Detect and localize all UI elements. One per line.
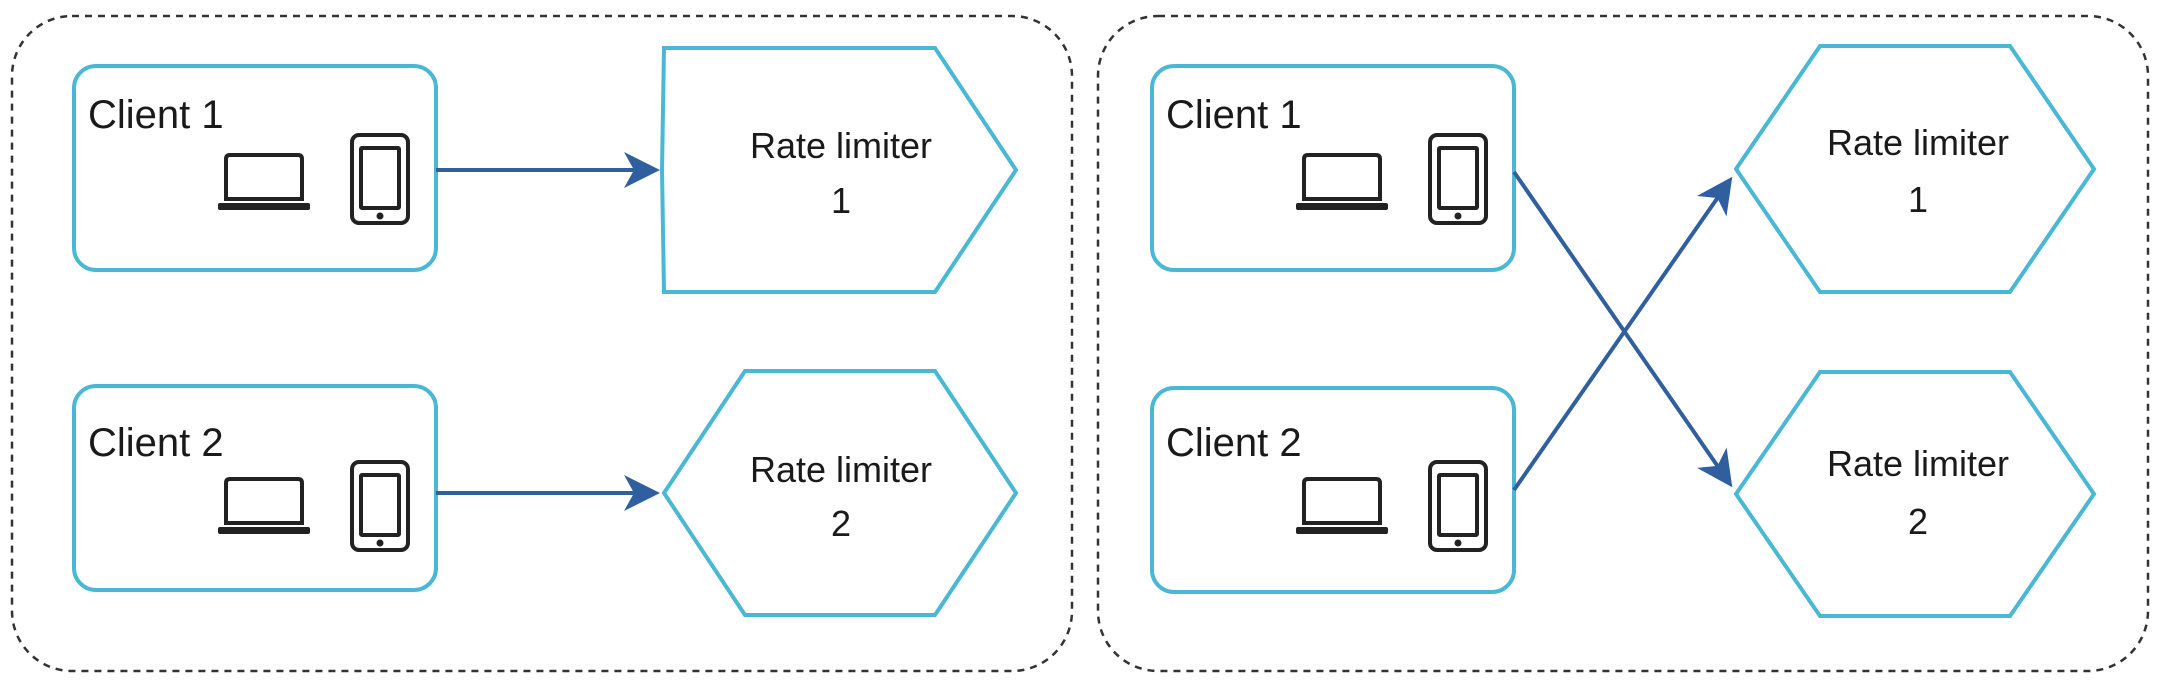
client-box xyxy=(1150,386,1516,594)
limiter-label-line1: Rate limiter xyxy=(1827,122,2009,163)
right-group-border xyxy=(1096,14,2150,673)
right-group: Client 1 Client 2 Rate limiter 1 Rate li… xyxy=(1096,14,2150,673)
left-client-1: Client 1 xyxy=(72,64,438,272)
right-client-2: Client 2 xyxy=(1150,386,1516,594)
limiter-hexagon xyxy=(659,46,1019,294)
left-client-2: Client 2 xyxy=(72,384,438,592)
limiter-label-line2: 1 xyxy=(831,180,851,221)
limiter-label-line1: Rate limiter xyxy=(1827,443,2009,484)
client-label: Client 1 xyxy=(1166,93,1302,137)
right-rate-limiter-1: Rate limiter 1 xyxy=(1733,44,2097,294)
limiter-hexagon xyxy=(1733,44,2097,294)
arrow-client2-to-limiter1 xyxy=(1512,176,1733,492)
right-rate-limiter-2: Rate limiter 2 xyxy=(1733,370,2097,618)
arrow-client1-to-limiter2 xyxy=(1512,170,1733,488)
limiter-hexagon xyxy=(1733,370,2097,618)
client-label: Client 2 xyxy=(1166,421,1302,465)
limiter-label-line1: Rate limiter xyxy=(750,449,932,490)
client-label: Client 2 xyxy=(88,421,224,465)
client-box xyxy=(72,384,438,592)
left-rate-limiter-1: Rate limiter 1 xyxy=(659,46,1019,294)
limiter-label-line2: 2 xyxy=(831,503,851,544)
client-label: Client 1 xyxy=(88,93,224,137)
limiter-label-line2: 1 xyxy=(1908,179,1928,220)
limiter-label-line1: Rate limiter xyxy=(750,125,932,166)
right-client-1: Client 1 xyxy=(1150,64,1516,272)
left-group: Client 1 Client 2 Rate limiter 1 Rate li… xyxy=(10,14,1074,673)
client-box xyxy=(1150,64,1516,272)
limiter-hexagon xyxy=(661,369,1019,617)
left-group-border xyxy=(10,14,1074,673)
limiter-label-line2: 2 xyxy=(1908,501,1928,542)
left-rate-limiter-2: Rate limiter 2 xyxy=(661,369,1019,617)
